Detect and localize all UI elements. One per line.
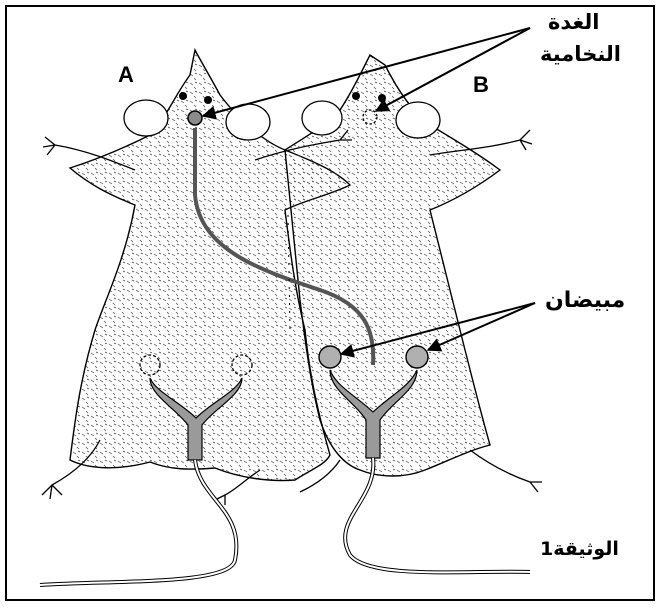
rat-b	[285, 55, 542, 572]
rat-b-eye-left	[352, 92, 360, 100]
label-pituitary-line2: النخامية	[540, 42, 621, 66]
rat-b-right-hindlimb	[470, 450, 542, 492]
rat-a-right-ear	[226, 104, 270, 140]
arrow-pituitary-b	[376, 28, 530, 111]
rat-b-right-ear	[396, 102, 440, 138]
rat-a-tail	[40, 460, 236, 585]
label-document: الوثيقة1	[540, 538, 619, 560]
label-pituitary-line1: الغدة	[548, 10, 599, 34]
rat-a-left-ear	[124, 100, 168, 136]
rat-b-ovary-left	[319, 346, 341, 368]
label-rat-b: B	[473, 72, 489, 98]
rat-b-left-ear	[302, 101, 342, 135]
label-ovaries: مبيضان	[545, 288, 625, 313]
rat-a-eye-right	[204, 96, 212, 104]
rat-a-eye-left	[179, 92, 187, 100]
label-rat-a: A	[118, 62, 134, 88]
rat-b-eye-right	[378, 94, 386, 102]
rat-a-pituitary-gland	[188, 111, 202, 125]
rat-b-ovary-right	[406, 346, 428, 368]
